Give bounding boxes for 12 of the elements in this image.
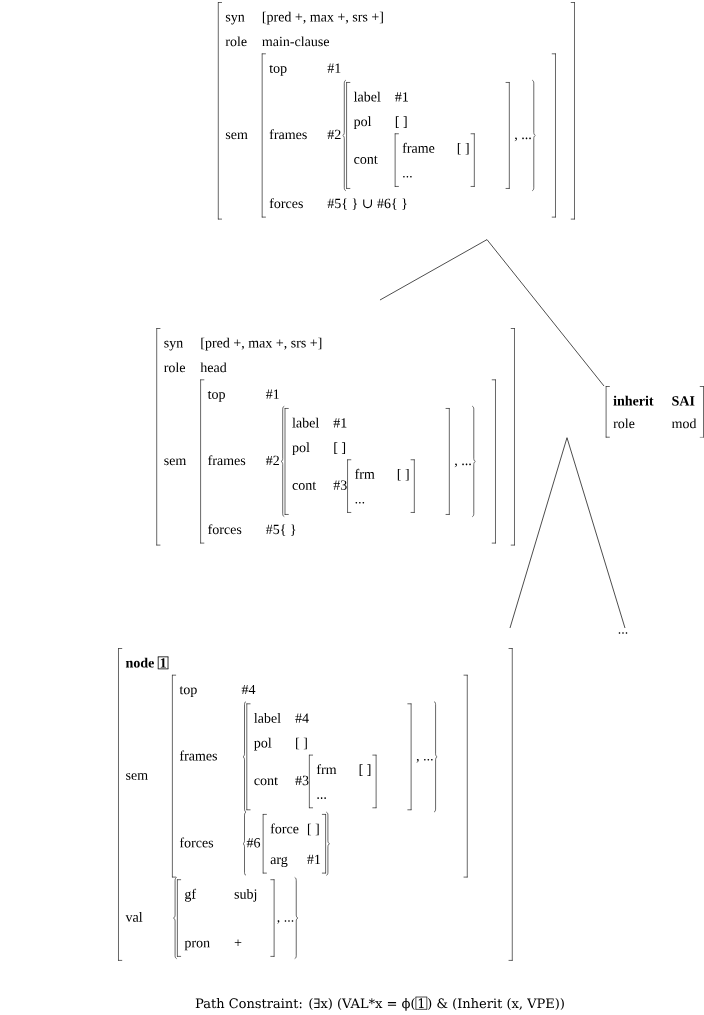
boxed-index: 1 — [415, 996, 428, 1010]
feature-matrix: inherit SAI role mod — [605, 385, 704, 438]
tree-branch — [566, 437, 626, 629]
caption-text: ) & (Inherit (x, VPE)) — [428, 998, 564, 1011]
tree-branch — [379, 239, 488, 301]
tree-branch — [486, 239, 605, 387]
feature-matrix: syn [pred +, max +, srs +] role main-clause sem top #1 frames #2 label #1 pol [ ] cont frame [ ] ... , ... forces #5{ } ∪ #6{ } — [217, 1, 576, 220]
feature-matrix: syn [pred +, max +, srs +] role head sem top #1 frames #2 label #1 pol [ ] cont #3 frm [ ] ... , ... forces #5{ } — [156, 327, 516, 546]
ellipsis-text: ... — [618, 632, 628, 634]
feature-matrix: node 1 sem top #4 frames label #4 pol [ ] cont #3 frm [ ] ... , ... forces #6 force [ ] arg #1 val gf subj pron + , ... — [117, 647, 513, 961]
tree-branch — [509, 437, 568, 629]
caption-text: Path Constraint: (∃x) (VAL*x = ϕ( — [195, 998, 415, 1011]
